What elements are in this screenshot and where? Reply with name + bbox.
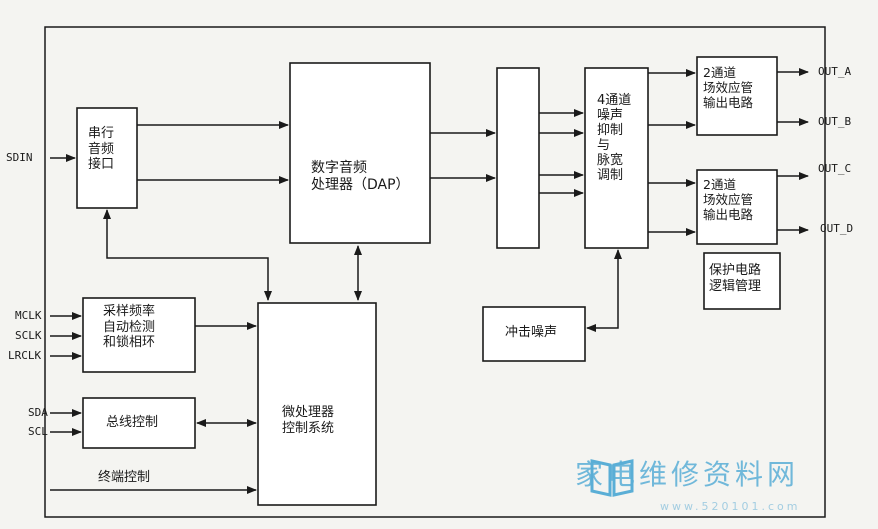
noise-pwm-label: 4通道 噪声 抑制 与 脉宽 调制 [597,93,632,183]
dap-label: 数字音频 处理器（DAP） [311,160,410,193]
watermark-url-text: www.520101.com [660,500,801,513]
pin-sdin: SDIN [6,151,33,164]
pin-sclk: SCLK [15,329,42,342]
watermark-logo-icon [588,455,636,499]
terminal-control-label: 终端控制 [98,470,151,485]
pin-out-c: OUT_C [818,162,852,175]
mcu-box [257,302,377,506]
pin-lrclk: LRCLK [8,349,42,362]
impulse-noise-label: 冲击噪声 [505,325,558,340]
noise-pwm-box [584,67,649,249]
pin-out-a: OUT_A [818,65,852,78]
chip-boundary [44,26,826,518]
fet-out-1-box [696,56,778,136]
protection-label: 保护电路 逻辑管理 [709,263,762,294]
pin-sda: SDA [28,406,48,419]
bus-control-box [82,397,196,449]
mcu-label: 微处理器 控制系统 [282,405,335,436]
fet-out-2-label: 2通道 场效应管 输出电路 [703,177,754,222]
pin-mclk: MCLK [15,309,42,322]
bus-control-label: 总线控制 [106,415,159,430]
sample-rate-label: 采样频率 自动检测 和锁相环 [103,304,156,351]
watermark-brand-text: 家电维修资料网 [575,458,800,491]
impulse-pwm-link [586,249,622,332]
serial-interface-box [76,107,138,209]
interleave-box [496,67,540,249]
pin-out-b: OUT_B [818,115,852,128]
fet-out-1-label: 2通道 场效应管 输出电路 [703,65,754,110]
sample-rate-box [82,297,196,373]
impulse-noise-box [482,306,586,362]
pin-scl: SCL [28,425,48,438]
serial-mcu-link [103,209,272,301]
pin-out-d: OUT_D [820,222,854,235]
dap-box [289,62,431,244]
fet-out-2-box [696,169,778,245]
serial-interface-label: 串行 音频 接口 [88,126,115,173]
protection-box [703,252,781,310]
